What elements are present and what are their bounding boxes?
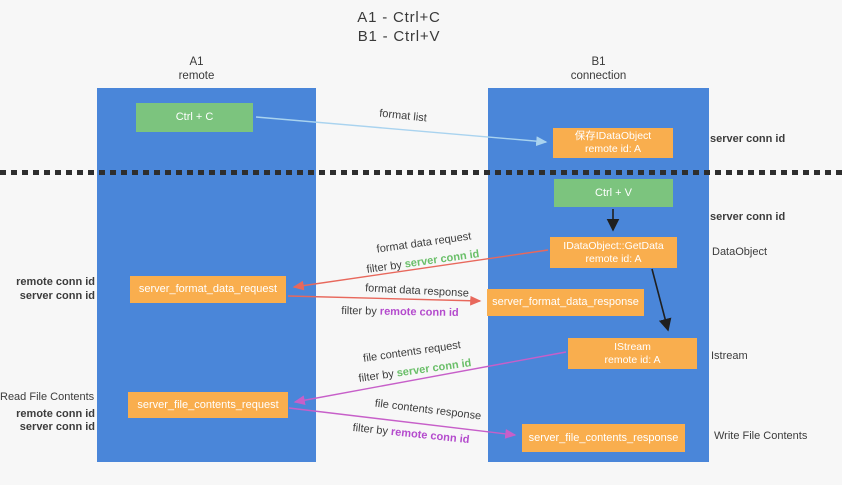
node-server-file-contents-request-label: server_file_contents_request <box>137 398 279 411</box>
filter-by-text: filter by <box>352 421 392 438</box>
edge-label-file-contents-response: file contents response <box>374 397 482 423</box>
filter-by-text: filter by <box>357 367 398 385</box>
lane-b1-name: B1 <box>591 56 606 68</box>
node-save-idataobject-title: 保存IDataObject <box>574 130 652 142</box>
node-getdata-remote-id: remote id: A <box>585 252 642 265</box>
title-line-1: A1 - Ctrl+C <box>357 9 441 26</box>
annotation-dataobject: DataObject <box>712 246 768 258</box>
node-istream: IStream remote id: A <box>568 338 697 369</box>
node-server-format-data-request: server_format_data_request <box>130 276 286 303</box>
node-server-format-data-response-label: server_format_data_response <box>492 296 639 308</box>
node-save-idataobject: 保存IDataObject remote id: A <box>553 128 673 158</box>
lane-header-a1: A1 remote <box>87 56 306 83</box>
node-server-file-contents-response-label: server_file_contents_response <box>528 431 679 444</box>
edge-label-format-data-response: format data response <box>364 282 470 300</box>
annotation-server-conn-id-top: server conn id <box>19 290 95 302</box>
lane-header-b1: B1 connection <box>488 56 709 83</box>
diagram-title: A1 - Ctrl+C B1 - Ctrl+V <box>0 8 820 46</box>
lane-a1-role: remote <box>178 69 215 82</box>
filter-by-text: filter by <box>365 258 406 276</box>
node-getdata-title: IDataObject::GetData <box>563 239 664 252</box>
edge-label-file-contents-response-filter: filter by remote conn id <box>352 422 470 446</box>
annotation-read-file-contents: Read File Contents <box>0 391 95 403</box>
annotation-server-conn-id-1: server conn id <box>710 133 786 145</box>
node-server-format-data-response: server_format_data_response <box>487 289 644 316</box>
server-conn-id-text: server conn id <box>403 248 481 271</box>
remote-conn-id-text: remote conn id <box>379 305 459 320</box>
lane-b1-role: connection <box>570 69 627 82</box>
annotation-write-file-contents: Write File Contents <box>714 430 808 442</box>
annotation-server-conn-id-2: server conn id <box>710 211 786 223</box>
node-ctrl-c-label: Ctrl + C <box>175 111 214 123</box>
node-istream-title: IStream <box>614 340 651 353</box>
edge-label-format-list: format list <box>378 107 428 125</box>
node-ctrl-v: Ctrl + V <box>554 179 673 207</box>
server-conn-id-text: server conn id <box>395 357 473 380</box>
title-line-2: B1 - Ctrl+V <box>357 28 441 45</box>
node-idataobject-getdata: IDataObject::GetData remote id: A <box>550 237 677 268</box>
edge-label-format-data-response-filter: filter by remote conn id <box>341 305 459 319</box>
annotation-remote-conn-id-bottom: remote conn id <box>16 408 95 420</box>
node-istream-remote-id: remote id: A <box>604 353 661 366</box>
node-save-idataobject-remote-id: remote id: A <box>584 143 642 155</box>
node-server-file-contents-response: server_file_contents_response <box>522 424 685 452</box>
filter-by-text: filter by <box>341 304 380 318</box>
annotation-istream: Istream <box>711 350 748 362</box>
annotation-remote-conn-id-top: remote conn id <box>16 276 95 288</box>
annotation-server-conn-id-bottom: server conn id <box>19 421 95 433</box>
node-server-format-data-request-label: server_format_data_request <box>138 283 278 295</box>
node-ctrl-v-label: Ctrl + V <box>595 186 632 199</box>
node-server-file-contents-request: server_file_contents_request <box>128 392 288 418</box>
phase-divider-line <box>0 170 842 175</box>
remote-conn-id-text: remote conn id <box>390 425 470 447</box>
node-ctrl-c: Ctrl + C <box>136 103 253 132</box>
lane-a1-name: A1 <box>189 56 204 68</box>
